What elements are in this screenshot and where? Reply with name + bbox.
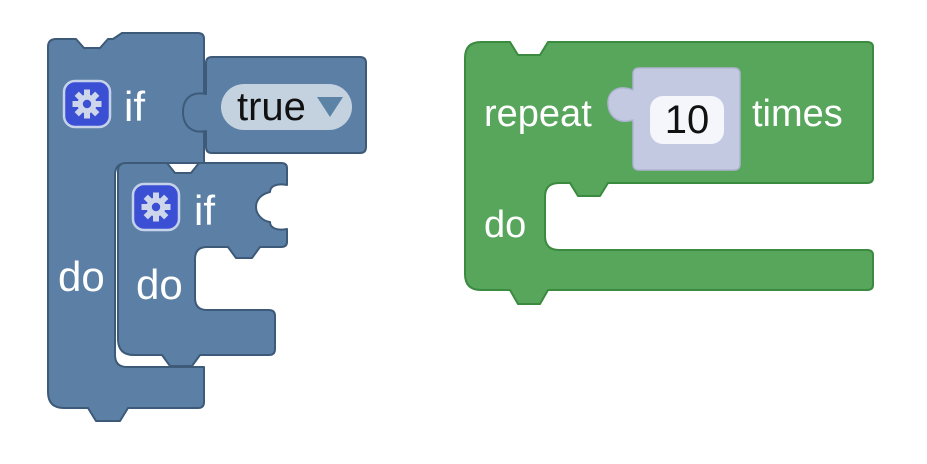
outer-if-block[interactable]: if do xyxy=(47,32,205,422)
repeat-block-body[interactable] xyxy=(464,41,874,305)
outer-if-label: if xyxy=(124,83,145,130)
number-field[interactable]: 10 xyxy=(650,96,724,144)
inner-if-label: if xyxy=(194,187,215,234)
times-label: times xyxy=(752,93,843,135)
repeat-block[interactable]: repeat times do xyxy=(464,41,874,305)
number-field-value: 10 xyxy=(665,98,710,142)
number-shadow-block[interactable]: 10 xyxy=(607,67,741,171)
boolean-dropdown-value: true xyxy=(237,85,306,129)
gear-icon[interactable] xyxy=(131,182,181,232)
outer-if-block-body[interactable] xyxy=(47,32,205,422)
boolean-dropdown[interactable]: true xyxy=(221,84,352,130)
inner-do-label: do xyxy=(136,261,183,308)
gear-icon[interactable] xyxy=(62,79,112,129)
repeat-do-label: do xyxy=(484,204,526,246)
chevron-down-icon xyxy=(317,97,343,117)
repeat-label: repeat xyxy=(484,93,592,135)
outer-do-label: do xyxy=(58,253,105,300)
boolean-true-block[interactable]: true xyxy=(182,56,367,154)
inner-if-block[interactable]: if do xyxy=(117,162,288,367)
